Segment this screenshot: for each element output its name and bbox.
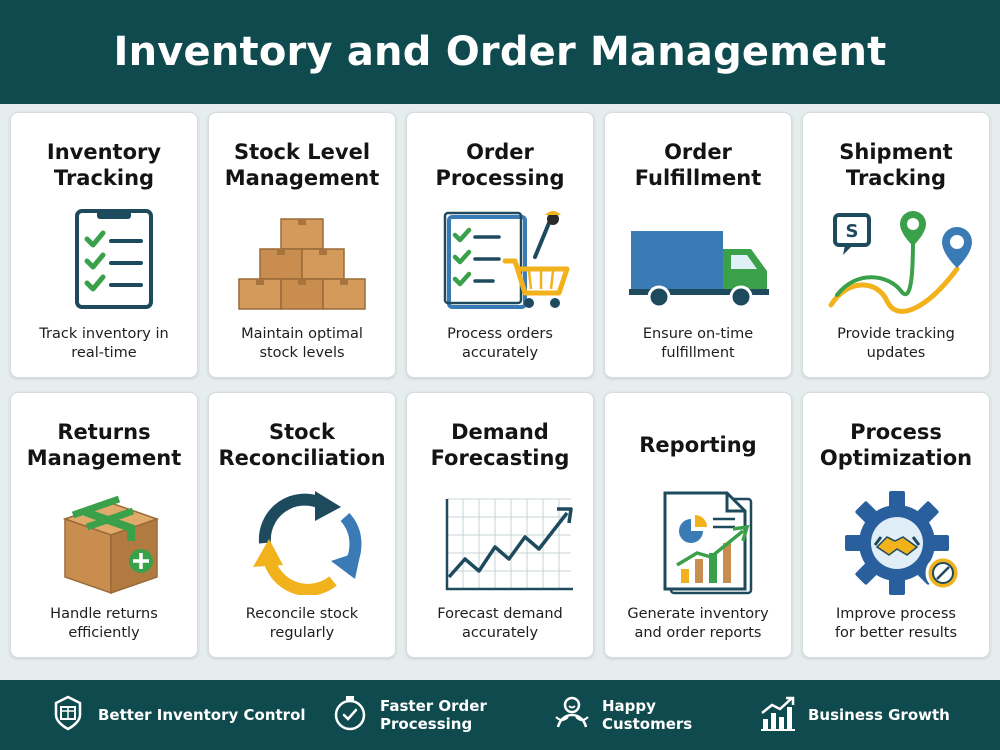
card-reporting: Reporting Generate inventory and order r…: [604, 392, 792, 658]
inventory-control-icon: [48, 693, 88, 737]
feature-grid: Inventory Tracking Track inventory in re…: [10, 112, 990, 668]
benefit-better-inventory-control: Better Inventory Control: [48, 680, 306, 750]
report-document-icon: [619, 489, 779, 595]
benefit-faster-order-processing: Faster Order Processing: [330, 680, 487, 750]
card-demand-forecasting: Demand Forecasting Forecast demand accur…: [406, 392, 594, 658]
benefit-happy-customers: Happy Customers: [552, 680, 692, 750]
card-title: Returns Management: [26, 420, 182, 470]
stopwatch-icon: [330, 693, 370, 737]
growth-chart-icon: [758, 693, 798, 737]
card-description: Process orders accurately: [447, 326, 553, 361]
card-title: Order Fulfillment: [634, 140, 762, 190]
card-description: Ensure on-time fulfillment: [642, 326, 754, 361]
order-cart-icon: [421, 209, 581, 315]
benefit-label: Better Inventory Control: [98, 706, 306, 724]
card-stock-reconciliation: Stock Reconciliation Reconcile stock reg…: [208, 392, 396, 658]
trend-chart-icon: [421, 489, 581, 595]
clipboard-checklist-icon: [25, 209, 185, 315]
cycle-arrows-icon: [223, 489, 383, 595]
delivery-truck-icon: [619, 209, 779, 315]
page-header: Inventory and Order Management: [0, 0, 1000, 104]
svg-text:S: S: [846, 221, 859, 242]
card-description: Handle returns efficiently: [50, 606, 158, 641]
benefit-label: Happy Customers: [602, 697, 693, 733]
card-title: Stock Reconciliation: [218, 420, 386, 470]
card-description: Provide tracking updates: [837, 326, 955, 361]
card-title: Stock Level Management: [224, 140, 380, 190]
page-title: Inventory and Order Management: [113, 29, 887, 75]
card-title: Demand Forecasting: [430, 420, 570, 470]
benefits-bar: Better Inventory Control Faster Order Pr…: [0, 680, 1000, 750]
gear-handshake-icon: [817, 489, 977, 595]
card-description: Generate inventory and order reports: [627, 606, 769, 641]
card-description: Track inventory in real-time: [39, 326, 169, 361]
card-returns-management: Returns Management Handle returns effici…: [10, 392, 198, 658]
card-description: Forecast demand accurately: [437, 606, 563, 641]
route-map-pin-icon: S: [817, 209, 977, 315]
card-order-processing: Order Processing: [406, 112, 594, 378]
stacked-boxes-icon: [223, 209, 383, 315]
card-title: Process Optimization: [819, 420, 973, 470]
card-title: Inventory Tracking: [46, 140, 162, 190]
card-title: Reporting: [639, 433, 757, 457]
happy-customer-icon: [552, 693, 592, 737]
card-shipment-tracking: Shipment Tracking S Provide tracking upd…: [802, 112, 990, 378]
card-order-fulfillment: Order Fulfillment Ensure on-time fulfill…: [604, 112, 792, 378]
card-description: Maintain optimal stock levels: [241, 326, 363, 361]
benefit-label: Faster Order Processing: [380, 697, 487, 733]
card-inventory-tracking: Inventory Tracking Track inventory in re…: [10, 112, 198, 378]
card-process-optimization: Process Optimization: [802, 392, 990, 658]
card-title: Shipment Tracking: [839, 140, 953, 190]
benefit-business-growth: Business Growth: [758, 680, 950, 750]
return-box-icon: [25, 489, 185, 595]
card-stock-level-management: Stock Level Management: [208, 112, 396, 378]
card-description: Reconcile stock regularly: [245, 606, 359, 641]
card-description: Improve process for better results: [834, 606, 958, 641]
benefit-label: Business Growth: [808, 706, 950, 724]
card-title: Order Processing: [435, 140, 565, 190]
